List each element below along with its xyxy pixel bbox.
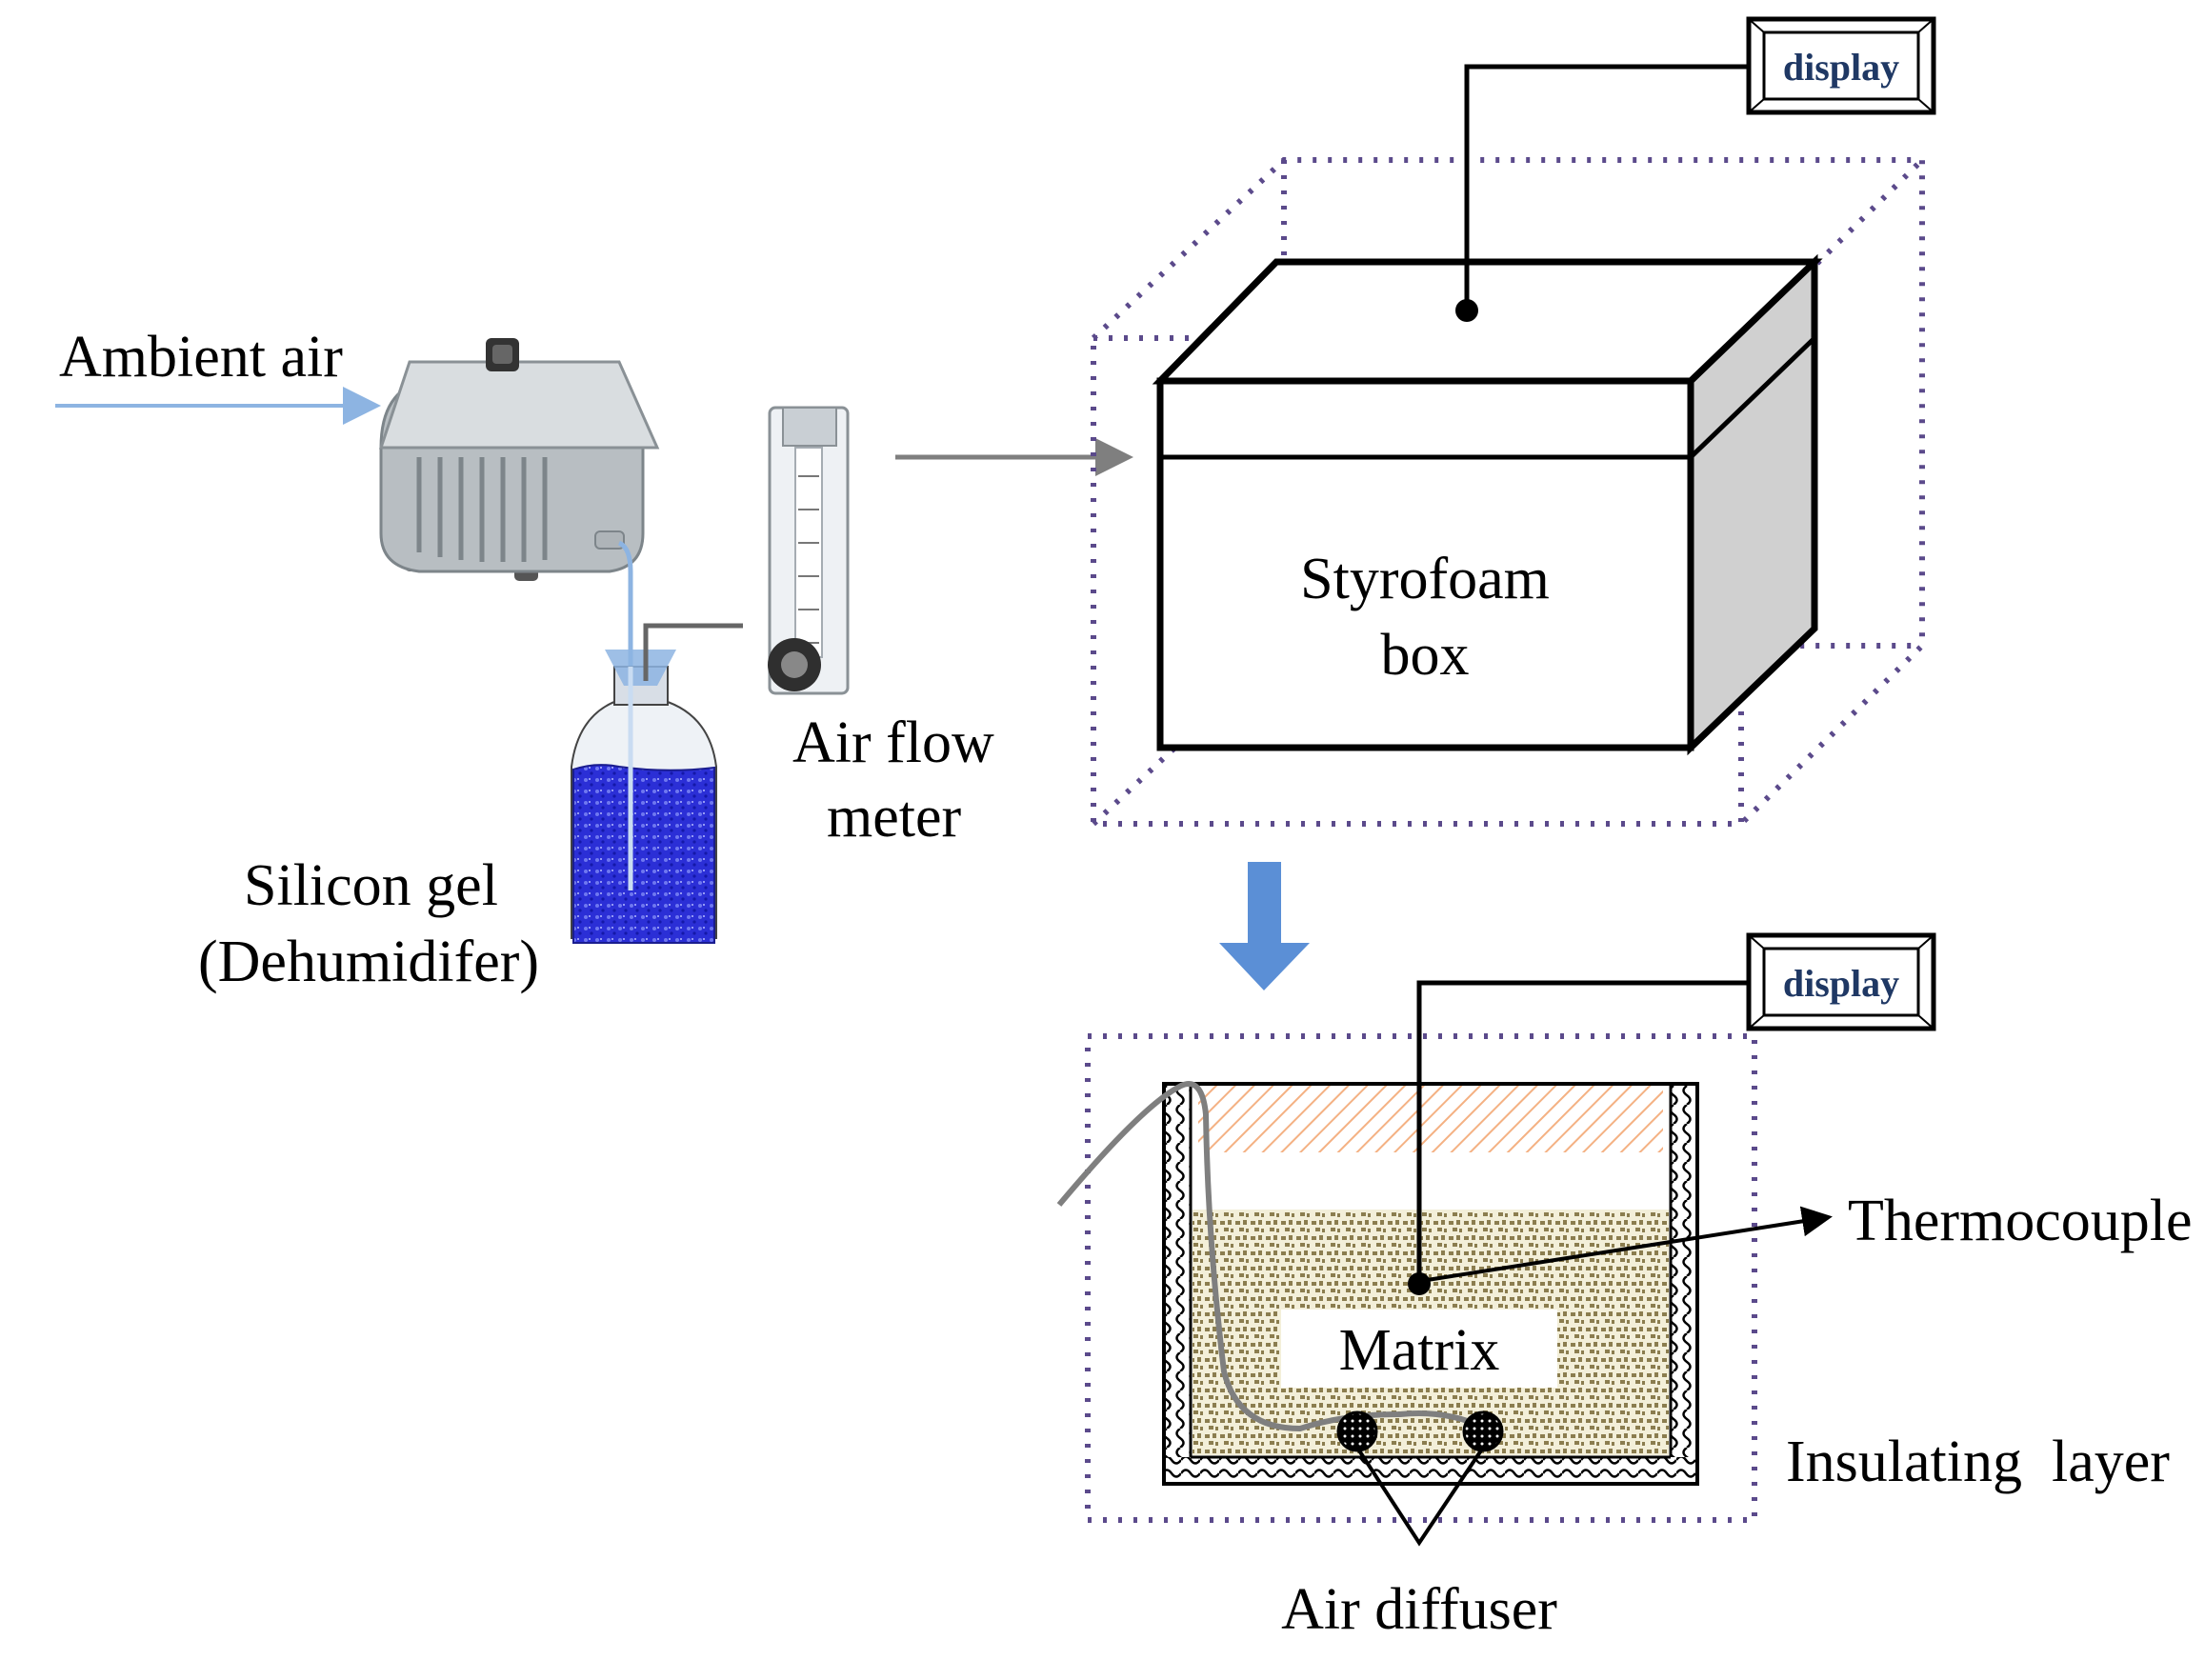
styrofoam-box: [1152, 253, 1823, 756]
bottom-display: [1746, 932, 1936, 1031]
air-pump-icon: [378, 338, 660, 581]
air-tube: [1056, 1081, 1488, 1432]
meter-label: meter: [827, 785, 961, 850]
down-arrow: [1219, 862, 1310, 990]
top-display: [1746, 16, 1936, 115]
headspace-hatch: [1198, 1086, 1663, 1152]
right-insulation-wall: [1671, 1086, 1695, 1457]
thermocouple-arrow: [1420, 1206, 1833, 1283]
ambient-air-label: Ambient air: [59, 325, 343, 390]
top-display-wire: [1464, 64, 1753, 310]
styrofoam-label: Styrofoam: [1300, 547, 1550, 611]
bottom-insulation-wall: [1166, 1457, 1695, 1482]
box-label: box: [1381, 623, 1470, 688]
box-lid-side-line: [1689, 336, 1816, 459]
thermocouple-point: [1408, 1272, 1431, 1295]
matrix-label: Matrix: [1339, 1318, 1500, 1383]
silicon-gel-label: Silicon gel: [244, 853, 498, 918]
top-display-text: display: [1783, 46, 1899, 89]
pump-tube: [617, 540, 633, 890]
thermocouple-label: Thermocouple: [1848, 1189, 2193, 1253]
dehumidifier-label: (Dehumidifer): [198, 930, 539, 994]
bottom-display-text: display: [1783, 962, 1899, 1005]
bottom-display-wire: [1416, 980, 1753, 1284]
air-diffuser-left: [1336, 1410, 1378, 1452]
air-diffuser-right: [1462, 1410, 1504, 1452]
gel-bottle-icon: [571, 650, 717, 944]
top-sensor-point: [1455, 299, 1478, 322]
diffuser-pointer-lines: [1355, 1446, 1485, 1547]
air-flow-label: Air flow: [792, 710, 994, 775]
cross-section-dotted-outline: [1085, 1033, 1757, 1523]
matrix-label-bg: [1281, 1310, 1557, 1388]
box-front-face: [1156, 377, 1694, 751]
air-diffuser-label: Air diffuser: [1281, 1577, 1557, 1642]
left-insulation-wall: [1166, 1086, 1191, 1457]
bottle-to-meter-tube: [643, 623, 743, 681]
flow-meter-icon: [768, 406, 850, 695]
insulating-layer-label: Insulating layer: [1786, 1430, 2170, 1494]
